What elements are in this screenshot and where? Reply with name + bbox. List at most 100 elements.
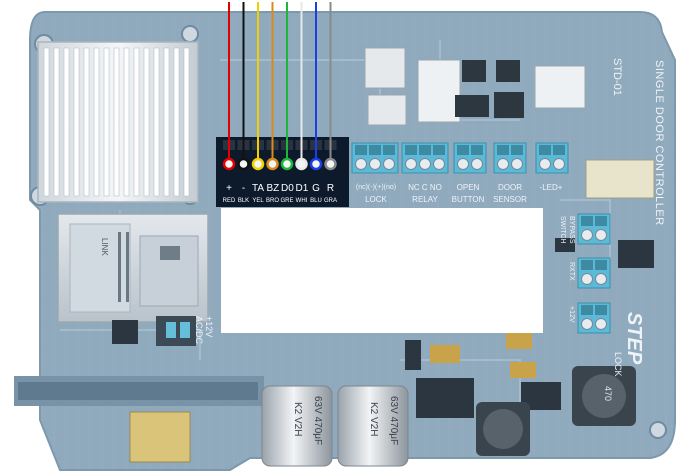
heatsink-fin [73, 47, 80, 197]
terminal-group-label: SENSOR [493, 195, 527, 204]
terminal-slot [497, 145, 509, 155]
heatsink-fin [93, 47, 100, 197]
heatsink-fin [173, 47, 180, 197]
terminal-screw [355, 158, 367, 170]
heatsink-fin [133, 47, 140, 197]
reader-wires [222, 2, 337, 171]
terminal-slot [471, 145, 483, 155]
heatsink-fin [83, 47, 90, 197]
power-sub-label: AC/DC [194, 316, 204, 345]
reader-pin-screw [222, 157, 236, 171]
terminal-screw [433, 158, 445, 170]
terminal-group-pins: (nc)(-)(+)(no) [355, 184, 397, 191]
capacitor-2-label: 63V 470μF [388, 396, 399, 446]
reader-pin-label: D1 [295, 183, 309, 194]
terminal-slot [595, 260, 607, 270]
inductors [476, 366, 636, 456]
side-terminal-label: +12V [568, 306, 575, 323]
terminal-screw [539, 158, 551, 170]
center-cutout [221, 208, 543, 333]
reader-pin-screw [295, 157, 308, 171]
terminal-screw [595, 318, 607, 330]
terminal-group-pins: DOOR [498, 183, 522, 192]
capacitor-2-series: K2 V2H [368, 402, 379, 437]
reader-pin-screw [280, 157, 294, 171]
heatsink-fin [153, 47, 160, 197]
capacitors [261, 385, 409, 467]
reader-pin-screw [324, 157, 337, 171]
heatsink-fin [43, 47, 50, 197]
terminal-rxtx [577, 257, 611, 289]
terminal-screw [553, 158, 565, 170]
logo-bottom: LOCK [613, 352, 623, 377]
terminal-slot [581, 305, 593, 315]
reader-pin-screw [309, 157, 323, 171]
terminal-bypass [577, 213, 611, 245]
terminal-screw [595, 229, 607, 241]
reader-pin-label: - [241, 183, 246, 194]
terminal-screw [497, 158, 509, 170]
logo-top: STEP [623, 312, 645, 365]
top-terminal-blocks [351, 142, 569, 174]
right-ics [405, 238, 654, 418]
terminal-screw [383, 158, 395, 170]
reader-pin-label: + [226, 183, 232, 194]
terminal-slot [581, 260, 593, 270]
heatsink-fin [63, 47, 70, 197]
reader-pin-label: G [312, 183, 320, 194]
reader-wire-label: YEL [252, 198, 264, 204]
terminal-screw [581, 318, 593, 330]
terminal-slot [595, 305, 607, 315]
reader-pin-label: BZ [266, 183, 280, 194]
ethernet-label: LINK [100, 238, 109, 256]
reader-pin-label: D0 [281, 183, 294, 194]
terminal-slot [355, 145, 367, 155]
heatsink-fin [53, 47, 60, 197]
terminal-group-pins: -LED+ [539, 183, 563, 192]
terminal-sensor [493, 142, 527, 174]
terminal-slot [433, 145, 445, 155]
side-terminal-blocks [577, 213, 611, 334]
terminal-slot [595, 216, 607, 226]
heatsink-fin [103, 47, 110, 197]
relays [364, 47, 655, 199]
reader-wire-label: BLU [310, 198, 322, 204]
heatsink-fin [183, 47, 190, 197]
heatsink-fin [163, 47, 170, 197]
side-terminal-sub-label: SWITCH [559, 216, 566, 244]
lower-left-parts [112, 316, 196, 463]
terminal-slot [553, 145, 565, 155]
terminal-screw [471, 158, 483, 170]
terminal-slot [369, 145, 381, 155]
terminal-screw [595, 273, 607, 285]
terminal-screw [457, 158, 469, 170]
reader-wire-label: RED [222, 198, 236, 204]
capacitor-1-series: K2 V2H [292, 402, 303, 437]
terminal-relay [401, 142, 449, 174]
terminal-group-label: LOCK [365, 195, 387, 204]
terminal-slot [383, 145, 395, 155]
terminal-slot [419, 145, 431, 155]
heatsink [37, 41, 199, 203]
reader-pin-screw [251, 157, 265, 171]
model-label: STD-01 [611, 58, 623, 96]
terminal-button [453, 142, 487, 174]
terminal-screw [405, 158, 417, 170]
reader-wire-label: BRO [265, 198, 279, 204]
heatsink-fin [113, 47, 120, 197]
reader-pin-label: TA [252, 183, 265, 194]
terminal-group-pins: NC C NO [408, 183, 442, 192]
terminal-screw [419, 158, 431, 170]
terminal-slot [581, 216, 593, 226]
reader-wire-label: WHI [295, 198, 308, 204]
terminal-group-pins: OPEN [456, 183, 480, 192]
terminal-screw [511, 158, 523, 170]
terminal-screw [369, 158, 381, 170]
side-terminal-label: RXTX [568, 262, 575, 281]
terminal-slot [457, 145, 469, 155]
reader-pin-label: R [326, 183, 335, 194]
heatsink-fin [123, 47, 130, 197]
capacitor-1-label: 63V 470μF [312, 396, 323, 446]
reader-pin-screw [266, 157, 279, 171]
